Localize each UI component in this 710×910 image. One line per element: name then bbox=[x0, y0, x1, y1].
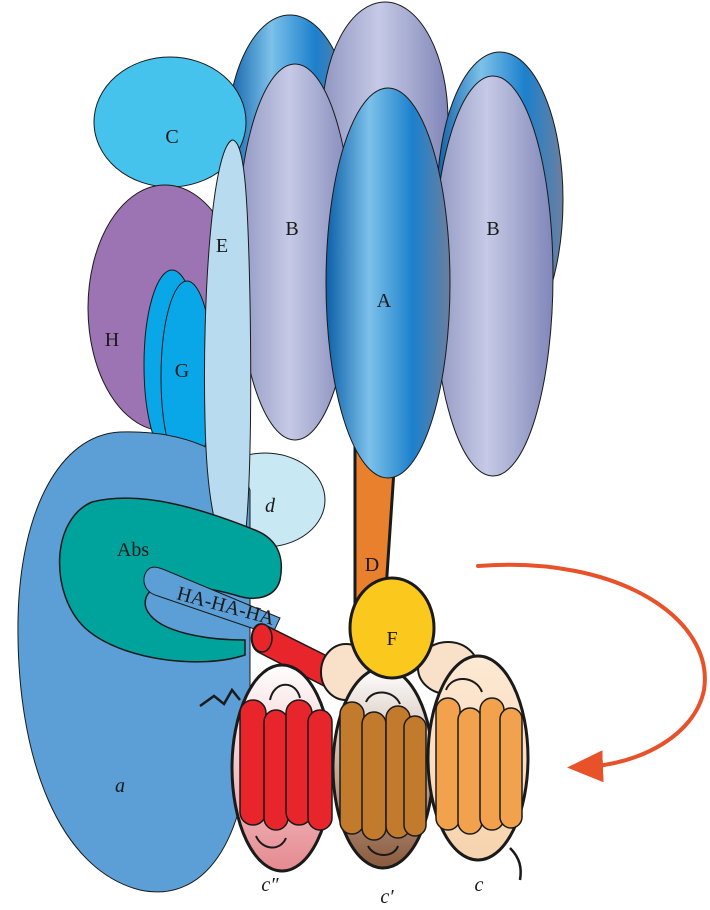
label-c: c bbox=[475, 874, 484, 896]
label-d-stalk: D bbox=[365, 554, 379, 576]
subunit-b-right: B bbox=[433, 76, 553, 476]
label-b-left: B bbox=[285, 218, 298, 240]
subunit-f: F bbox=[350, 578, 434, 678]
label-b-right: B bbox=[486, 218, 499, 240]
label-c-prime: c′ bbox=[380, 886, 394, 908]
label-c-double-prime: c″ bbox=[261, 874, 279, 896]
label-h: H bbox=[105, 329, 119, 351]
c-ring-subunit-c bbox=[428, 656, 528, 880]
label-a: a bbox=[115, 775, 125, 797]
subunit-e: E bbox=[204, 140, 250, 560]
label-g: G bbox=[175, 360, 189, 382]
label-c: C bbox=[165, 126, 178, 148]
label-abs: Abs bbox=[117, 539, 149, 561]
label-a-central: A bbox=[377, 290, 392, 312]
c-ring-subunit-c-prime bbox=[333, 668, 433, 868]
label-f: F bbox=[386, 628, 397, 650]
subunit-a-central: A bbox=[326, 88, 450, 478]
label-d-small: d bbox=[265, 495, 276, 517]
label-e: E bbox=[216, 235, 228, 257]
